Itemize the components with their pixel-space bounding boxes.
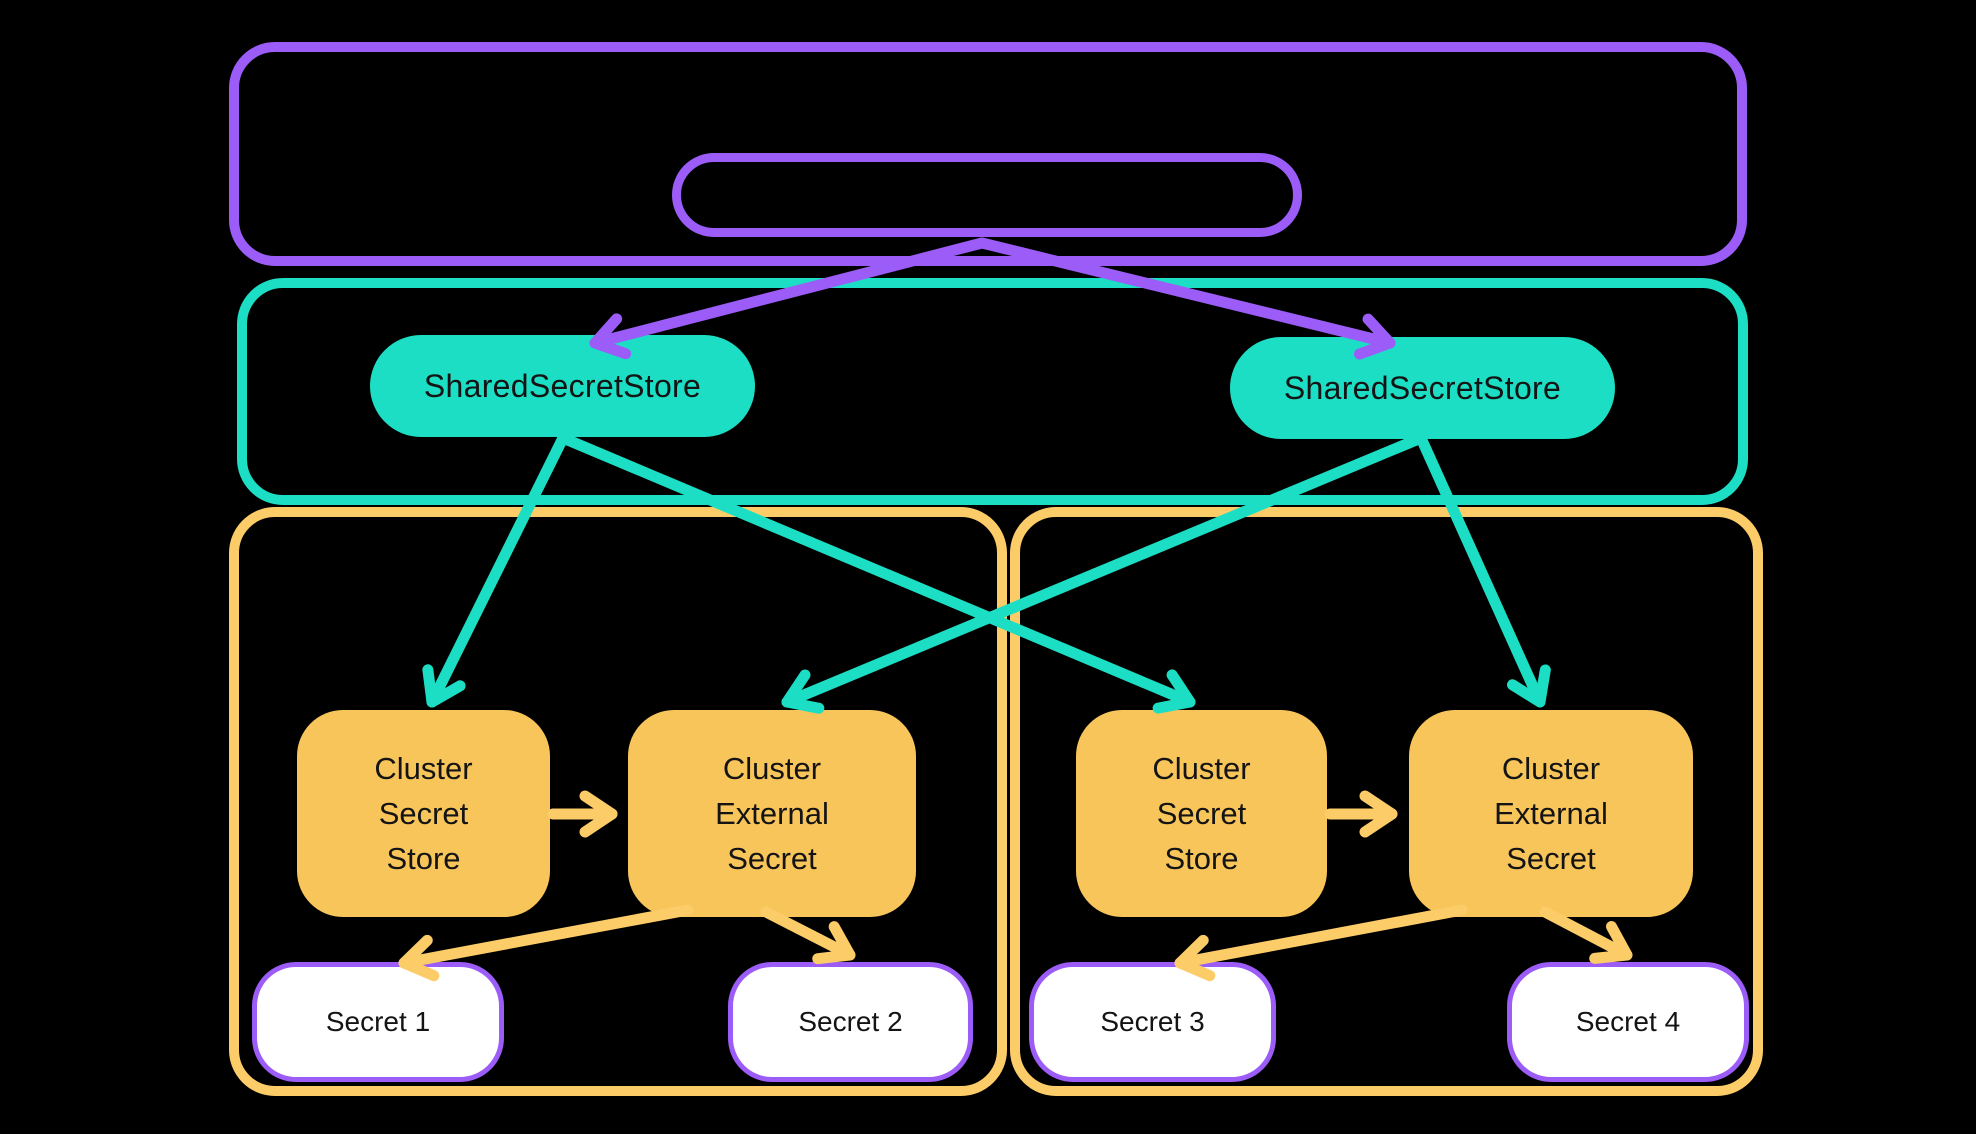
shared-secret-store-left: SharedSecretStore [370, 335, 755, 437]
cluster-a-external-secret-label: Cluster External Secret [715, 750, 829, 877]
secret-2-label: Secret 2 [798, 1006, 903, 1037]
top-inner-pill [672, 153, 1302, 237]
secret-1-label: Secret 1 [325, 1006, 431, 1037]
shared-secret-store-right: SharedSecretStore [1230, 337, 1615, 439]
cluster-a-secret-store-label: Cluster Secret Store [374, 750, 473, 877]
cluster-a-external-secret: Cluster External Secret [628, 710, 916, 917]
secret-2: Secret 2 [728, 962, 973, 1082]
secret-3-label: Secret 3 [1100, 1006, 1205, 1037]
shared-secret-store-left-label: SharedSecretStore [423, 367, 702, 404]
cluster-b-secret-store: Cluster Secret Store [1076, 710, 1327, 917]
secret-4: Secret 4 [1507, 962, 1749, 1082]
cluster-b-external-secret: Cluster External Secret [1409, 710, 1693, 917]
shared-secret-store-right-label: SharedSecretStore [1283, 369, 1562, 406]
secret-4-label: Secret 4 [1575, 1006, 1681, 1037]
secret-3: Secret 3 [1029, 962, 1276, 1082]
cluster-a-secret-store: Cluster Secret Store [297, 710, 550, 917]
cluster-b-external-secret-label: Cluster External Secret [1494, 750, 1608, 877]
secret-1: Secret 1 [252, 962, 504, 1082]
cluster-b-secret-store-label: Cluster Secret Store [1152, 750, 1251, 877]
